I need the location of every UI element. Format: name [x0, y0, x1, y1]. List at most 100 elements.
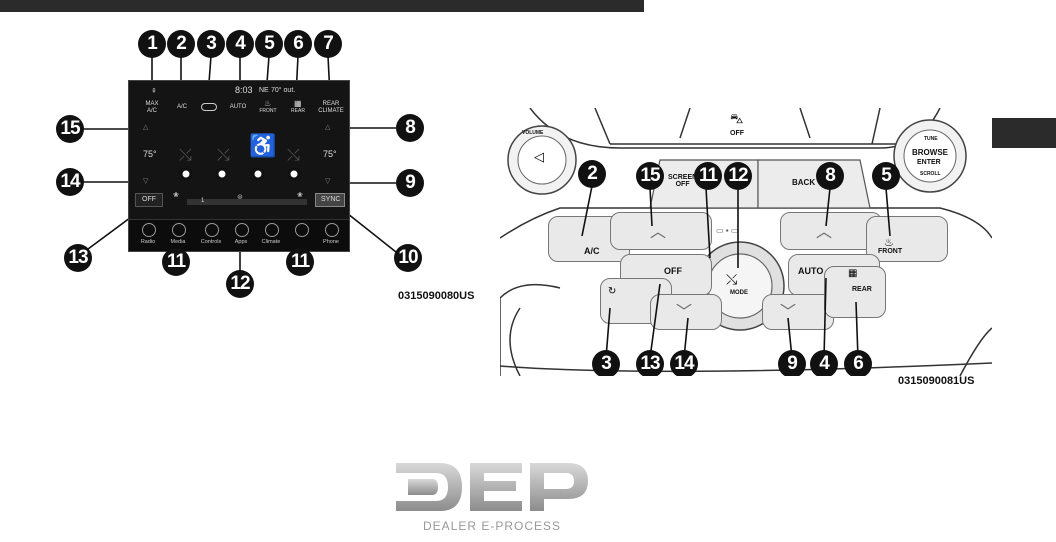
- off-button[interactable]: OFF: [135, 193, 163, 207]
- max-ac-button[interactable]: MAX A/C: [145, 101, 159, 114]
- figure-code-right: 0315090081US: [898, 375, 975, 387]
- front-defrost-key[interactable]: [866, 216, 948, 262]
- recirculation-button[interactable]: [201, 103, 217, 111]
- nav-media[interactable]: Media: [170, 239, 186, 245]
- rear-defrost-button[interactable]: REAR: [291, 108, 305, 114]
- browse-label[interactable]: BROWSE: [912, 148, 948, 157]
- dep-logo: DEALER E-PROCESS: [392, 457, 592, 537]
- fan-high-icon[interactable]: ❀: [297, 192, 303, 199]
- nav-controls[interactable]: Controls: [200, 239, 222, 245]
- sync-button[interactable]: SYNC: [315, 193, 345, 207]
- mode-seat-icon: ⤯: [726, 272, 738, 288]
- physical-panel-figure: ⛍ OFF VOLUME ◁ TUNE BROWSE ENTER SCROLL …: [500, 108, 992, 376]
- right-temp-up-icon[interactable]: △: [325, 124, 331, 131]
- chevron-down-icon: ﹀: [780, 302, 797, 321]
- media-icon[interactable]: [172, 223, 186, 237]
- ac-label: A/C: [584, 246, 600, 256]
- callout-5: 5: [255, 30, 283, 58]
- auto-button[interactable]: AUTO: [229, 104, 247, 110]
- callout-14: 14: [56, 168, 84, 196]
- dep-logo-mark: [396, 463, 588, 511]
- callout-9: 9: [778, 350, 806, 376]
- front-defrost-button[interactable]: FRONT: [259, 108, 277, 114]
- sync-label: SYNC: [321, 196, 341, 203]
- callout-14: 14: [670, 350, 698, 376]
- callout-2: 2: [167, 30, 195, 58]
- chevron-down-icon: ﹀: [676, 302, 693, 321]
- callout-12: 12: [724, 162, 752, 190]
- nav-apps[interactable]: Apps: [234, 239, 248, 245]
- chevron-up-icon: ︿: [816, 222, 833, 241]
- section-tab: [992, 118, 1056, 148]
- right-temp-up-key[interactable]: [780, 212, 882, 250]
- front-label: FRONT: [878, 248, 903, 255]
- callout-6: 6: [844, 350, 872, 376]
- rear-climate-button[interactable]: REAR CLIMATE: [318, 101, 344, 114]
- left-temp-down-key[interactable]: [650, 294, 722, 330]
- callout-3: 3: [592, 350, 620, 376]
- callout-4: 4: [226, 30, 254, 58]
- mode-mix-icon[interactable]: ⤯: [287, 147, 300, 164]
- traction-off-icon: ⛍: [730, 112, 744, 127]
- mode-floor-seat-icon[interactable]: ♿: [249, 133, 277, 158]
- status-compass: NE: [259, 87, 269, 94]
- callout-13: 13: [64, 244, 92, 272]
- callout-11: 11: [694, 162, 722, 190]
- callout-15: 15: [56, 115, 84, 143]
- right-temp-down-icon[interactable]: ▽: [325, 178, 331, 185]
- mode-callout-rings: [179, 167, 301, 181]
- controls-icon[interactable]: [205, 223, 219, 237]
- rear-defrost-key[interactable]: [824, 266, 886, 318]
- ac-button[interactable]: A/C: [176, 104, 187, 110]
- climate-icon[interactable]: [265, 223, 279, 237]
- rear-defrost-icon: ▦: [294, 99, 302, 108]
- callout-15: 15: [636, 162, 664, 190]
- rear-defrost-icon: ▦: [848, 268, 858, 279]
- mode-bilevel-icon[interactable]: ⤯: [217, 147, 230, 164]
- callout-3: 3: [197, 30, 225, 58]
- usb-icon: ⇞: [151, 88, 157, 95]
- mode-panel-icon[interactable]: ⤯: [179, 147, 192, 164]
- right-temp-down-key[interactable]: [762, 294, 834, 330]
- panel-outline: [500, 108, 992, 376]
- fan-level-indicator-icon: ▭ ▪ ▭: [716, 226, 739, 235]
- chevron-up-icon: ︿: [650, 222, 667, 241]
- right-leader-lines: [581, 185, 891, 359]
- traction-off-label: OFF: [730, 130, 744, 137]
- nav-extra-icon[interactable]: [295, 223, 309, 237]
- speaker-icon[interactable]: ◁: [534, 150, 544, 165]
- phone-icon[interactable]: [325, 223, 339, 237]
- dep-logo-subtitle: DEALER E-PROCESS: [422, 519, 562, 533]
- nav-radio[interactable]: Radio: [140, 239, 156, 245]
- enter-label[interactable]: ENTER: [917, 159, 941, 166]
- callout-12: 12: [226, 270, 254, 298]
- callout-8: 8: [816, 162, 844, 190]
- volume-label: VOLUME: [522, 130, 544, 136]
- apps-icon[interactable]: [235, 223, 249, 237]
- screen-off-button[interactable]: SCREEN OFF: [668, 174, 698, 188]
- callout-1: 1: [138, 30, 166, 58]
- left-temp-down-icon[interactable]: ▽: [143, 178, 149, 185]
- nav-climate[interactable]: Climate: [261, 239, 281, 245]
- callout-8: 8: [396, 114, 424, 142]
- fan-speed-value: 1: [201, 198, 205, 204]
- touchscreen-display: 8:03 NE 70° out. ⇞ MAX A/C A/C AUTO FRON…: [128, 80, 350, 252]
- back-button[interactable]: BACK: [792, 178, 816, 187]
- radio-icon[interactable]: [142, 223, 156, 237]
- left-temp-up-key[interactable]: [610, 212, 712, 250]
- off-label: OFF: [142, 196, 156, 203]
- fan-low-icon[interactable]: ❀: [173, 192, 179, 199]
- mode-label[interactable]: MODE: [730, 290, 748, 296]
- callout-13: 13: [636, 350, 664, 376]
- callout-10: 10: [394, 244, 422, 272]
- off-label: OFF: [664, 266, 682, 276]
- callout-6: 6: [284, 30, 312, 58]
- rear-label: REAR: [852, 286, 872, 293]
- status-outside-temp: 70° out.: [271, 87, 296, 94]
- nav-phone[interactable]: Phone: [323, 239, 339, 245]
- tune-label: TUNE: [924, 136, 938, 142]
- fan-speed-bar[interactable]: [187, 199, 307, 205]
- left-temp-up-icon[interactable]: △: [143, 124, 149, 131]
- callout-2: 2: [578, 160, 606, 188]
- callout-4: 4: [810, 350, 838, 376]
